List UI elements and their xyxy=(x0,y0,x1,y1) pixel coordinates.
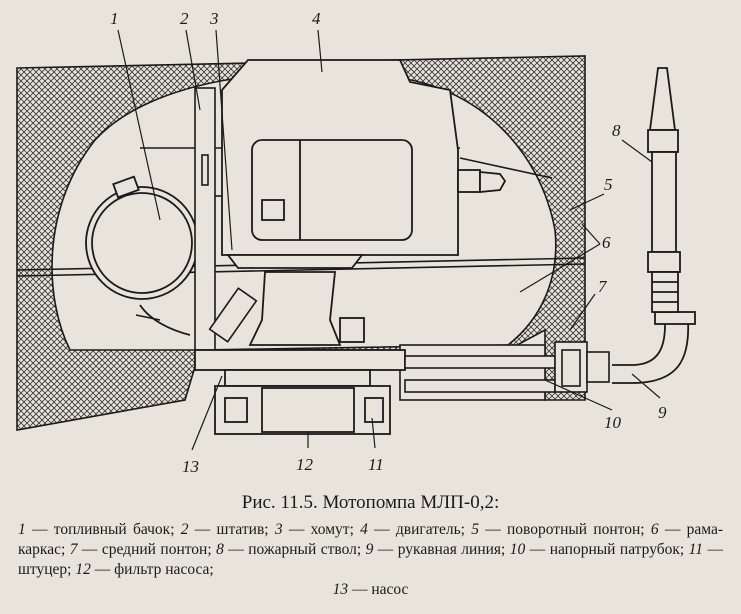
callout-4: 4 xyxy=(312,9,321,28)
callout-5: 5 xyxy=(604,175,613,194)
legend-item-number: 7 xyxy=(69,541,78,558)
callout-10: 10 xyxy=(604,413,622,432)
legend-item-text: — штатив; xyxy=(188,521,275,538)
legend-item-text: — напорный патрубок; xyxy=(525,541,689,558)
callout-11: 11 xyxy=(368,455,384,474)
callout-12: 12 xyxy=(296,455,314,474)
legend-item: 1 — топливный бачок; xyxy=(18,521,181,538)
legend-item-number: 2 xyxy=(180,521,189,538)
legend-item-text: — двигатель; xyxy=(367,521,472,538)
engine xyxy=(221,59,507,269)
pump xyxy=(194,271,406,435)
callout-2: 2 xyxy=(180,9,189,28)
callout-13: 13 xyxy=(182,457,199,476)
legend-item-text: — рукавная линия; xyxy=(373,541,510,558)
legend-item: 10 — напорный патрубок; xyxy=(510,541,689,558)
legend-item-number: 1 xyxy=(18,521,26,538)
legend-item: 8 — пожарный ствол; xyxy=(216,541,366,558)
legend-item-number: 4 xyxy=(360,521,368,538)
fire-nozzle xyxy=(647,67,681,313)
leader-lines xyxy=(117,29,661,451)
legend-item-number: 3 xyxy=(274,521,283,538)
figure-caption-title: Рис. 11.5. Мотопомпа МЛП-0,2: xyxy=(241,492,500,513)
legend-item: 11 — штуцер; xyxy=(18,541,723,578)
legend-item-text: — пожарный ствол; xyxy=(223,541,366,558)
legend-item-number: 8 xyxy=(216,541,224,558)
legend-item-text: — поворотный понтон; xyxy=(479,521,651,538)
pressure-pipe xyxy=(404,341,610,393)
legend-item: 4 — двигатель; xyxy=(360,521,471,538)
legend-item: 12 — фильтр насоса; xyxy=(75,561,213,578)
legend-item-text: — насос xyxy=(348,581,409,598)
callout-8: 8 xyxy=(612,121,621,140)
legend-item-text: — штуцер; xyxy=(18,541,723,578)
fuel-tank xyxy=(85,175,199,336)
fuel-valve xyxy=(135,287,258,343)
legend-item-number: 9 xyxy=(365,541,374,558)
legend-item-number: 11 xyxy=(688,541,704,558)
legend-item-text: — рама-каркас; xyxy=(18,521,723,558)
motopump-diagram: 1 2 3 4 8 5 6 7 9 10 11 12 13 xyxy=(16,9,696,476)
legend-item: 3 — хомут; xyxy=(275,521,360,538)
callout-9: 9 xyxy=(658,403,667,422)
callout-3: 3 xyxy=(209,9,219,28)
legend-item: 13 — насос xyxy=(18,580,723,600)
legend-item-number: 10 xyxy=(509,541,526,558)
legend-item-number: 13 xyxy=(332,581,349,598)
legend-item-number: 12 xyxy=(75,561,91,578)
legend-item-text: — средний понтон; xyxy=(77,541,217,558)
callout-1: 1 xyxy=(110,9,119,28)
legend-item-number: 5 xyxy=(471,521,479,538)
legend-item-text: — фильтр насоса; xyxy=(90,561,214,578)
figure-legend: 1 — топливный бачок; 2 — штатив; 3 — хом… xyxy=(18,520,723,600)
legend-item-text: — хомут; xyxy=(282,521,361,538)
legend-item: 6 — рама-каркас; xyxy=(18,521,723,558)
legend-item: 5 — поворотный понтон; xyxy=(471,521,651,538)
hose-line xyxy=(612,311,696,384)
callout-7: 7 xyxy=(598,277,608,296)
legend-item: 2 — штатив; xyxy=(181,521,275,538)
callout-6: 6 xyxy=(602,233,611,252)
callout-labels: 1 2 3 4 8 5 6 7 9 10 11 12 13 xyxy=(110,9,667,476)
legend-item-number: 6 xyxy=(650,521,659,538)
legend-item: 9 — рукавная линия; xyxy=(366,541,510,558)
legend-item-text: — топливный бачок; xyxy=(25,521,181,538)
legend-item: 7 — средний понтон; xyxy=(70,541,216,558)
